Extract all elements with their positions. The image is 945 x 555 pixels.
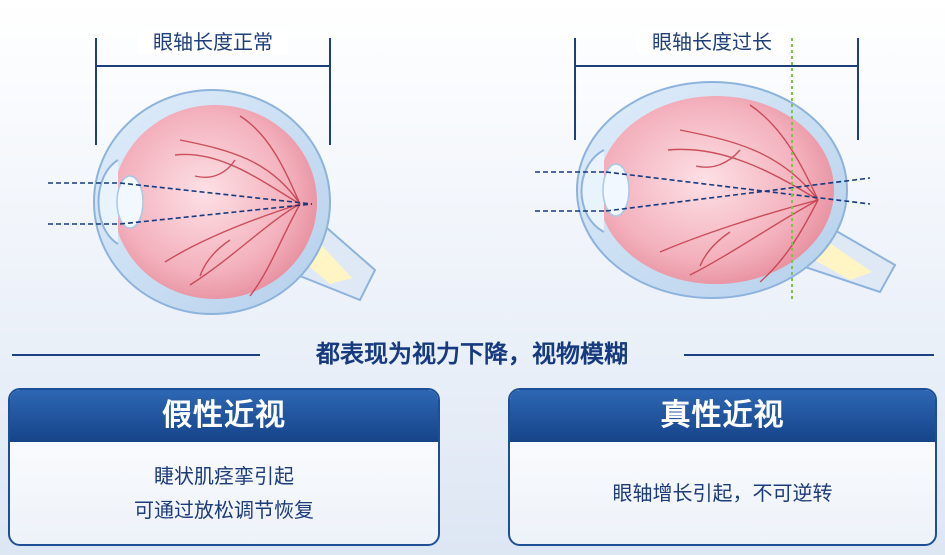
cornea xyxy=(97,159,119,245)
true-myopia-title: 真性近视 xyxy=(510,390,935,442)
normal-eye xyxy=(48,38,377,315)
blood-vessels xyxy=(659,104,819,283)
pseudo-myopia-card: 假性近视 睫状肌痉挛引起 可通过放松调节恢复 xyxy=(8,388,440,546)
long-axial-length-label: 眼轴长度过长 xyxy=(637,30,787,54)
true-myopia-card: 真性近视 眼轴增长引起，不可逆转 xyxy=(508,388,937,546)
elongated-eye xyxy=(535,38,897,302)
blood-vessels xyxy=(164,115,301,297)
normal-axial-length-label: 眼轴长度正常 xyxy=(138,30,288,54)
light-rays xyxy=(48,182,313,225)
pseudo-myopia-body: 睫状肌痉挛引起 可通过放松调节恢复 xyxy=(10,442,438,544)
pseudo-myopia-line-2: 可通过放松调节恢复 xyxy=(134,498,314,522)
lens xyxy=(116,175,144,229)
eyeball-interior xyxy=(598,96,834,284)
divider-right xyxy=(684,354,934,356)
lens xyxy=(602,163,630,217)
pseudo-myopia-title: 假性近视 xyxy=(10,390,438,442)
eyeball-interior xyxy=(113,105,317,299)
true-myopia-body: 眼轴增长引起，不可逆转 xyxy=(510,442,935,544)
true-myopia-line-1: 眼轴增长引起，不可逆转 xyxy=(612,481,833,505)
divider-left xyxy=(12,354,260,356)
summary-text: 都表现为视力下降，视物模糊 xyxy=(316,340,628,368)
light-rays xyxy=(535,171,871,212)
pseudo-myopia-line-1: 睫状肌痉挛引起 xyxy=(154,464,294,488)
eye-diagrams xyxy=(48,38,897,315)
